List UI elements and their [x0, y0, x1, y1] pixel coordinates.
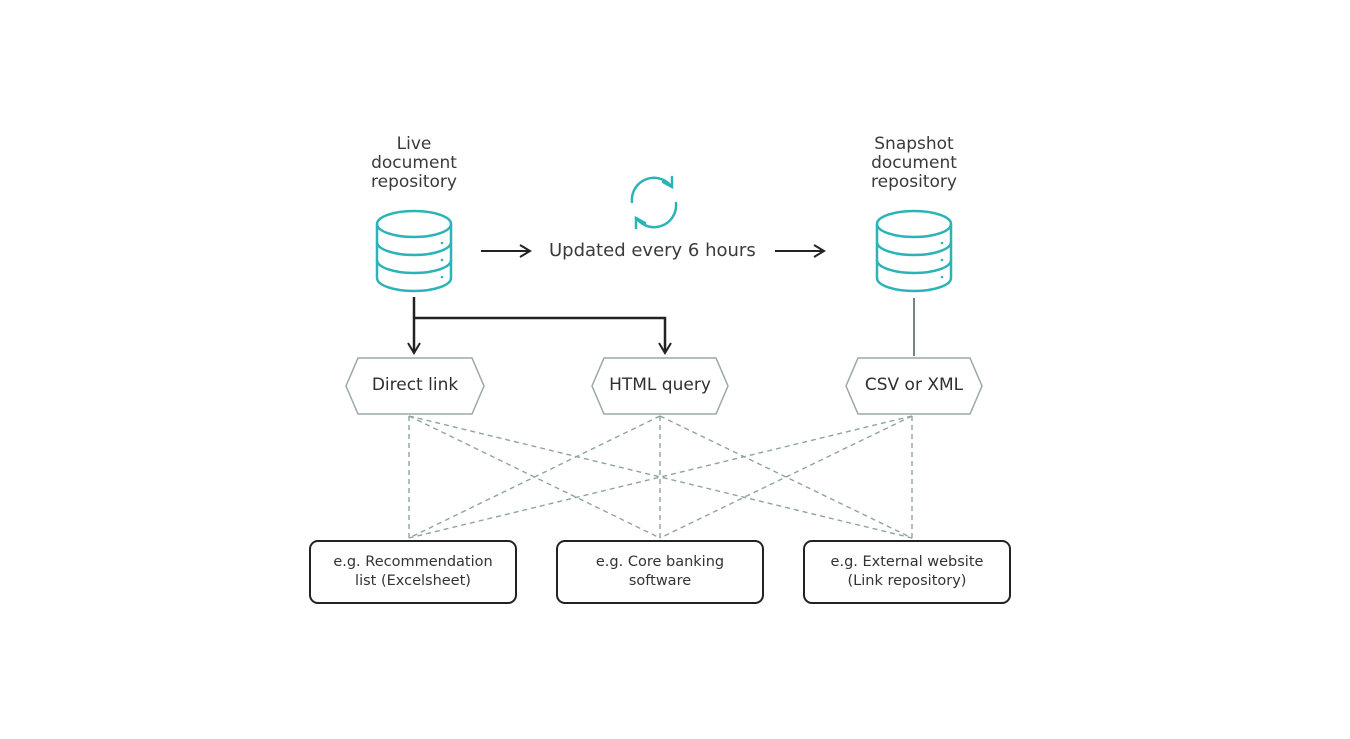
hex-csv-xml [845, 357, 983, 415]
live-connectors [407, 297, 672, 355]
box-line: (Link repository) [847, 573, 967, 589]
label-line: document [871, 153, 957, 173]
hex-html-query [591, 357, 729, 415]
label-line: Snapshot [874, 134, 954, 154]
sync-label: Updated every 6 hours [549, 240, 756, 261]
target-core-banking: e.g. Core banking software [556, 540, 764, 604]
snapshot-repository-label: Snapshot document repository [844, 135, 984, 192]
label-line: document [371, 153, 457, 173]
method-csv-xml: CSV or XML [864, 375, 964, 395]
box-line: list (Excelsheet) [355, 573, 471, 589]
live-database-icon [375, 209, 453, 293]
snapshot-database-icon [875, 209, 953, 293]
hex-direct-link [345, 357, 485, 415]
box-line: e.g. Core banking [595, 554, 725, 570]
label-line: repository [371, 172, 457, 192]
method-direct-link: Direct link [371, 375, 459, 395]
box-line: e.g. External website [830, 554, 984, 570]
method-html-query: HTML query [609, 375, 711, 395]
target-recommendation-list: e.g. Recommendation list (Excelsheet) [309, 540, 517, 604]
label-line: repository [871, 172, 957, 192]
dashed-connections [408, 415, 913, 539]
target-external-website: e.g. External website (Link repository) [803, 540, 1011, 604]
method-hexagons [345, 357, 983, 415]
box-line: software [628, 573, 692, 589]
live-repository-label: Live document repository [354, 135, 474, 192]
refresh-icon [630, 175, 678, 230]
label-line: Live [396, 134, 432, 154]
box-line: e.g. Recommendation [333, 554, 493, 570]
